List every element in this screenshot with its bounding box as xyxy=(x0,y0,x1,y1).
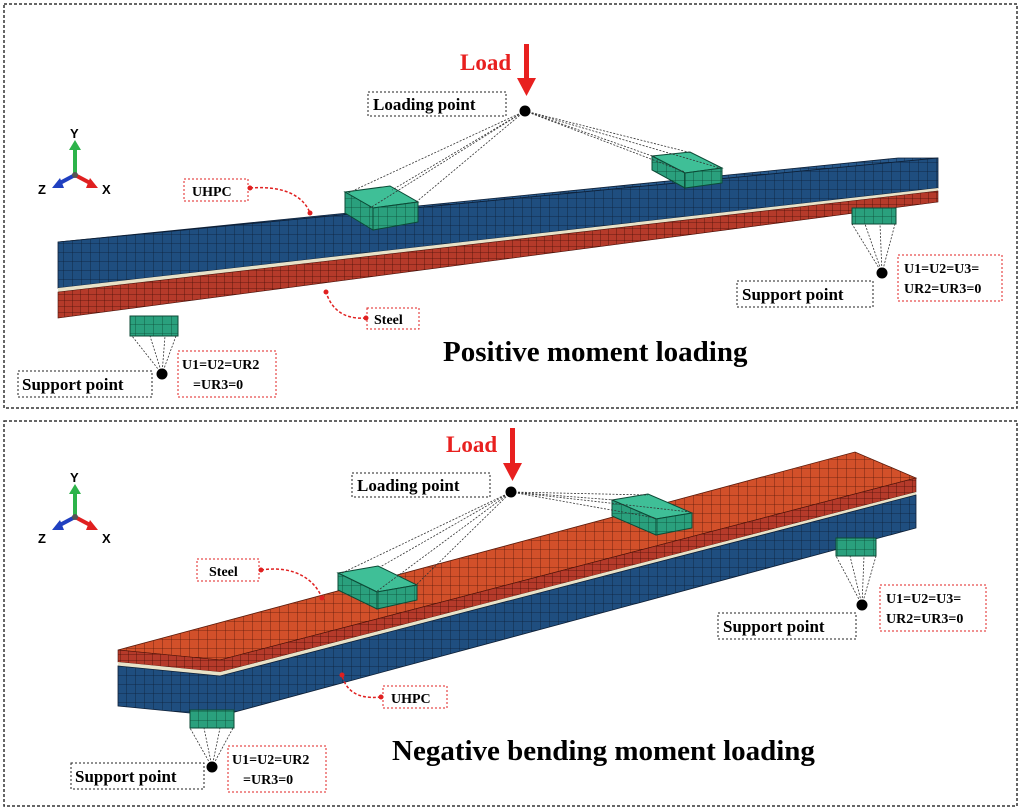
support-label-left-bottom: Support point xyxy=(75,767,177,786)
loading-point-label-top: Loading point xyxy=(373,95,476,114)
axis-x-label-bottom: X xyxy=(102,531,111,546)
loading-point-dot-bottom xyxy=(505,486,517,498)
bc-right-line2-top: UR2=UR3=0 xyxy=(904,282,981,297)
loading-block-left-top xyxy=(343,185,420,231)
title-top: Positive moment loading xyxy=(443,336,748,368)
steel-label-bottom: Steel xyxy=(209,565,238,580)
axis-x-label: X xyxy=(102,182,111,197)
support-label-right-top: Support point xyxy=(742,285,844,304)
axis-y-label: Y xyxy=(70,126,79,141)
support-tie-lines-top xyxy=(131,223,896,375)
uhpc-pointer-bottom xyxy=(341,674,382,699)
uhpc-box-top xyxy=(183,178,249,202)
uhpc-label-top: UHPC xyxy=(192,185,232,200)
loading-point-dot-top xyxy=(519,105,531,117)
support-label-left-top: Support point xyxy=(22,375,124,394)
axis-triad-top: Y Z X xyxy=(38,126,111,197)
support-block-right-bottom xyxy=(835,537,877,557)
bc-right-line1-bottom: U1=U2=U3= xyxy=(886,592,961,607)
axis-triad-bottom: Y Z X xyxy=(38,470,111,546)
loading-block-left-bottom xyxy=(336,565,419,610)
loading-point-label-bottom: Loading point xyxy=(357,476,460,495)
support-point-dot-left-bottom xyxy=(206,761,218,773)
loading-block-right-top xyxy=(650,151,724,189)
load-label-top: Load xyxy=(460,50,511,75)
support-box-left-bottom xyxy=(70,762,205,790)
loading-block-right-bottom xyxy=(610,493,694,536)
support-block-left-top xyxy=(129,315,179,337)
steel-pointer-bottom xyxy=(260,568,323,599)
loading-tie-lines-bottom xyxy=(339,491,691,593)
steel-box-top xyxy=(366,307,420,330)
loading-point-box-top xyxy=(367,91,507,117)
loading-tie-lines-top xyxy=(347,110,721,209)
support-point-dot-right-top xyxy=(876,267,888,279)
bc-left-line2-bottom: =UR3=0 xyxy=(243,773,293,788)
axis-z-label: Z xyxy=(38,182,46,197)
loading-point-box-bottom xyxy=(351,472,491,498)
bc-left-line1-top: U1=U2=UR2 xyxy=(182,358,259,373)
support-tie-lines-bottom xyxy=(189,555,877,768)
support-label-right-bottom: Support point xyxy=(723,617,825,636)
load-arrow-bottom xyxy=(503,428,522,481)
beam-negative xyxy=(117,451,918,717)
bc-left-line2-top: =UR3=0 xyxy=(193,378,243,393)
support-box-right-bottom xyxy=(717,612,857,640)
bc-box-right-top xyxy=(897,254,1003,302)
steel-pointer-top xyxy=(325,291,367,319)
uhpc-pointer-top xyxy=(249,186,311,214)
support-block-right-top xyxy=(851,207,897,225)
support-point-dot-right-bottom xyxy=(856,599,868,611)
support-block-left-bottom xyxy=(189,709,235,729)
axis-z-label-bottom: Z xyxy=(38,531,46,546)
bc-left-line1-bottom: U1=U2=UR2 xyxy=(232,753,309,768)
bc-box-left-top xyxy=(177,350,277,398)
load-label-bottom: Load xyxy=(446,432,497,457)
axis-y-label-bottom: Y xyxy=(70,470,79,485)
bc-right-line1-top: U1=U2=U3= xyxy=(904,262,979,277)
bc-box-right-bottom xyxy=(879,584,987,632)
support-box-right-top xyxy=(736,280,874,308)
bc-box-left-bottom xyxy=(227,745,327,793)
load-arrow-top xyxy=(517,44,536,96)
title-bottom: Negative bending moment loading xyxy=(392,735,815,767)
steel-label-top: Steel xyxy=(374,313,403,328)
support-point-dot-left-top xyxy=(156,368,168,380)
uhpc-label-bottom: UHPC xyxy=(391,692,431,707)
support-box-left-top xyxy=(17,370,153,398)
bc-right-line2-bottom: UR2=UR3=0 xyxy=(886,612,963,627)
